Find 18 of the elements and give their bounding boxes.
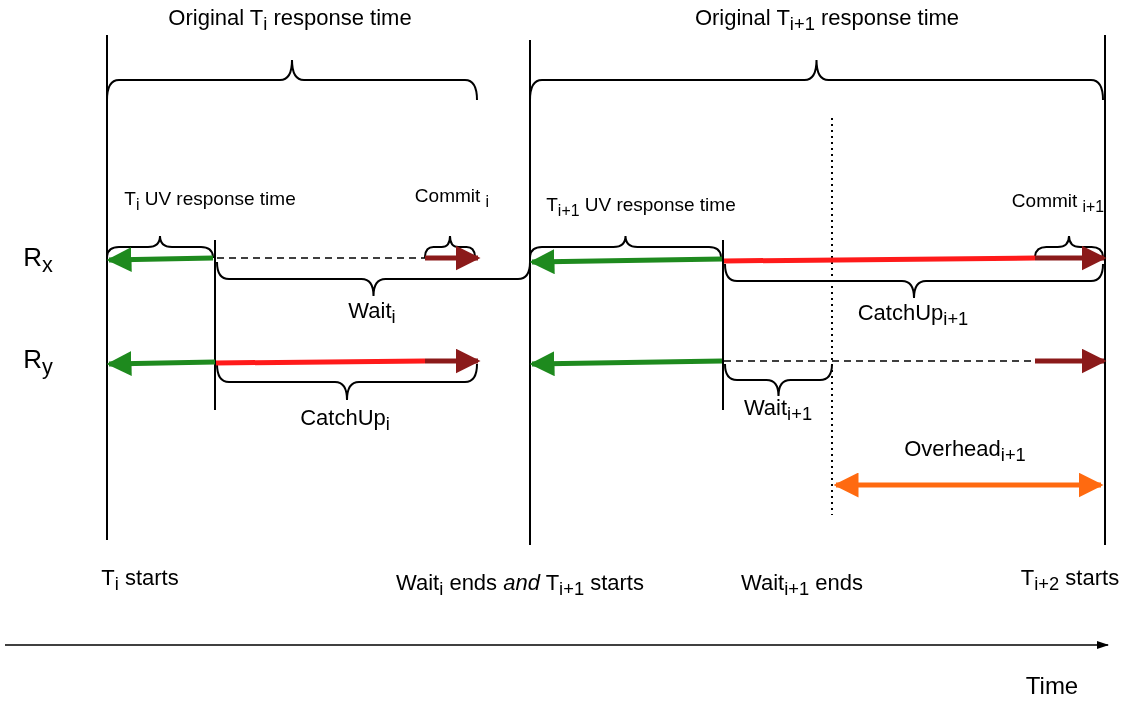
annotation-text: T$_{i+1}$ UV response time (546, 194, 736, 220)
annotation-text: Overhead$_{i+1}$ (904, 436, 1026, 466)
annotation-text: Wait$_{i+1}$ ends (741, 570, 863, 600)
axis-label: Time (1025, 672, 1079, 700)
annotation-text: Wait$_{i}$ (348, 298, 396, 328)
annotation-text: T$_{i}$ UV response time (124, 188, 296, 214)
annotation-text: T$_{i}$ starts (101, 565, 179, 595)
annotation-text: Original T$_{i+1}$ response time (694, 5, 960, 35)
annotation-text: Commit $_{i}$ (414, 185, 490, 211)
annotation-text: Original T$_{i}$ response time (168, 5, 412, 35)
row-label: R$_{y}$ (23, 345, 53, 381)
annotation-text: Commit $_{i+1}$ (1011, 190, 1105, 216)
annotation-text: CatchUp$_{i+1}$ (857, 300, 969, 330)
annotation-text: Wait$_{i+1}$ (743, 395, 813, 425)
row-label: R$_{x}$ (23, 243, 53, 279)
annotation-text: T$_{i+2}$ starts (1020, 565, 1120, 595)
annotation-text: CatchUp$_{i}$ (300, 405, 390, 435)
annotation-text: Wait$_{i}$ ends and T$_{i+1}$ starts (396, 570, 644, 600)
